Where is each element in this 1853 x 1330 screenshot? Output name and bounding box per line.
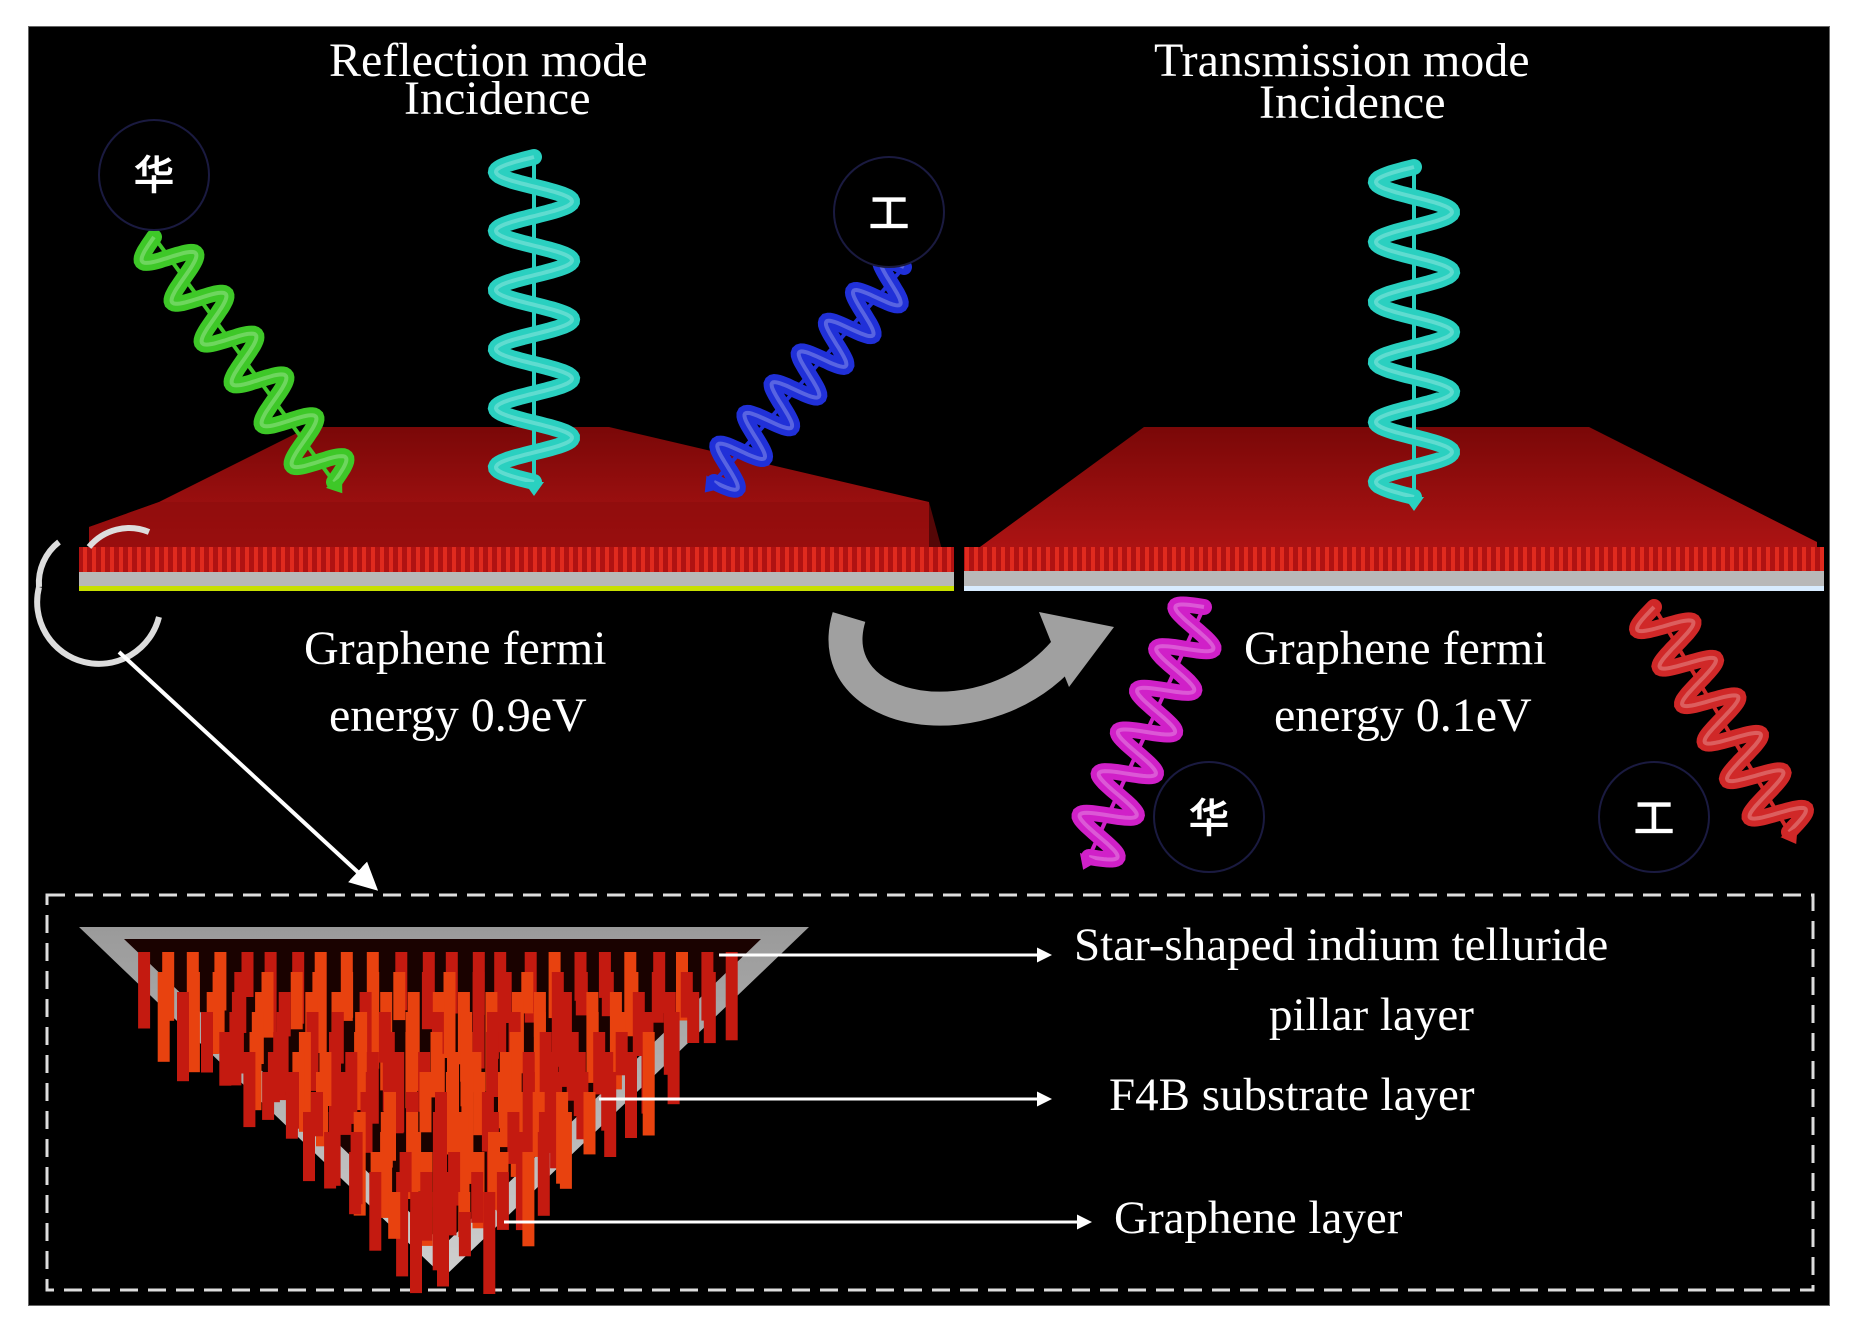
- badge-hua-label: 华: [134, 153, 174, 199]
- pillar-layer-label-line2: pillar layer: [1269, 989, 1474, 1041]
- pillar-layer-label-line1: Star-shaped indium telluride: [1074, 919, 1609, 971]
- fermi-right-line2: energy 0.1eV: [1274, 689, 1532, 742]
- pillar: [443, 972, 456, 1058]
- pillar: [498, 1072, 510, 1129]
- reflected-wave-hua: [133, 229, 355, 494]
- substrate-layer-label: F4B substrate layer: [1109, 1069, 1475, 1121]
- pillar: [667, 1012, 680, 1105]
- graphene-edge-left: [79, 586, 954, 591]
- pillar: [420, 1172, 433, 1241]
- substrate-edge: [79, 572, 954, 586]
- pillar: [393, 972, 406, 1021]
- graphene-edge-right: [964, 586, 1824, 591]
- pillar: [410, 1212, 422, 1294]
- pillar: [725, 952, 738, 1041]
- pillar: [483, 1192, 496, 1294]
- pillar: [421, 972, 434, 1030]
- pillar: [219, 1032, 232, 1086]
- transmission-slab: [964, 427, 1824, 591]
- pillar: [290, 972, 303, 1030]
- pillar: [445, 1072, 458, 1146]
- zoom-circle: [34, 525, 162, 667]
- pillar: [157, 972, 170, 1062]
- zoom-pointer-arrow: [117, 650, 379, 891]
- pillar: [575, 972, 588, 1016]
- pillar: [458, 1212, 471, 1257]
- badge-gong-transmission: 工: [1598, 761, 1710, 873]
- pillar: [324, 1132, 337, 1189]
- incident-wave-reflection: [487, 149, 581, 496]
- fermi-left-line2: energy 0.9eV: [329, 689, 587, 742]
- pillar: [615, 1032, 628, 1076]
- pillar: [651, 972, 664, 1023]
- pillar: [229, 1012, 242, 1086]
- pillar: [509, 1032, 522, 1097]
- pillar: [243, 1052, 256, 1128]
- badge-gong-label: 工: [869, 191, 909, 237]
- badge-hua-reflection: 华: [98, 119, 210, 231]
- pillar: [388, 1192, 401, 1239]
- figure-frame: 华 工 华 工 Reflection mode Incidence Transm…: [28, 26, 1830, 1306]
- transmission-mode-title: Transmission mode: [1154, 34, 1530, 87]
- substrate-edge: [964, 571, 1824, 586]
- transmitted-wave-gong: [1629, 599, 1814, 845]
- pillar: [472, 972, 485, 1069]
- badge-gong-label: 工: [1634, 796, 1674, 842]
- pillar: [499, 972, 512, 1023]
- helical-waves: [133, 149, 1814, 870]
- pillar: [486, 1032, 499, 1097]
- graphene-layer-label: Graphene layer: [1114, 1192, 1403, 1244]
- inset-box: [45, 893, 1815, 1292]
- pillar-edge: [79, 547, 954, 572]
- pillar: [559, 1112, 572, 1189]
- pillar: [369, 1172, 382, 1251]
- pillar: [457, 1132, 470, 1194]
- pillar: [285, 1092, 298, 1139]
- transmission-incidence-label: Incidence: [1259, 76, 1446, 129]
- badge-gong-reflection: 工: [833, 156, 945, 268]
- fermi-right-line1: Graphene fermi: [1244, 622, 1547, 675]
- pillar: [437, 1212, 449, 1287]
- pillar: [496, 1172, 509, 1230]
- pillar: [341, 972, 354, 1018]
- pillar: [687, 992, 700, 1043]
- badge-hua-transmission: 华: [1153, 761, 1265, 873]
- incident-wave-transmission: [1367, 159, 1461, 511]
- pillar: [471, 1172, 484, 1223]
- pillar: [177, 992, 189, 1082]
- pillar-edge: [964, 547, 1824, 571]
- pillar: [583, 1092, 596, 1155]
- badge-hua-label: 华: [1189, 796, 1229, 842]
- metasurface-schematic: 华 工 华 工: [34, 119, 1824, 1294]
- pillar: [138, 952, 151, 1029]
- inset-pillars: [138, 952, 738, 1294]
- pillar: [409, 1132, 422, 1192]
- pillar: [537, 1132, 550, 1216]
- pillar: [349, 1152, 362, 1215]
- pillar: [201, 1012, 213, 1073]
- pillar: [703, 972, 716, 1044]
- pillar: [187, 972, 200, 1073]
- transmitted-wave-hua: [1071, 596, 1222, 870]
- switch-arrow: [828, 612, 1083, 726]
- reflected-wave-gong: [704, 251, 912, 498]
- pillar: [405, 1032, 418, 1109]
- fermi-left-line1: Graphene fermi: [304, 622, 607, 675]
- pillar: [262, 1072, 275, 1120]
- inset-triangle: [79, 927, 809, 1294]
- pillar: [625, 1052, 637, 1138]
- pillar: [604, 1072, 617, 1157]
- pillar: [522, 1152, 535, 1247]
- switch-arrow-head: [1039, 612, 1114, 687]
- pillar: [303, 1112, 315, 1182]
- reflection-mode-title: Reflection mode: [329, 34, 648, 87]
- pillar: [642, 1032, 655, 1136]
- reflection-incidence-label: Incidence: [404, 72, 591, 125]
- pillar: [419, 1072, 432, 1133]
- pillar: [430, 1032, 443, 1098]
- pillar: [521, 972, 534, 1014]
